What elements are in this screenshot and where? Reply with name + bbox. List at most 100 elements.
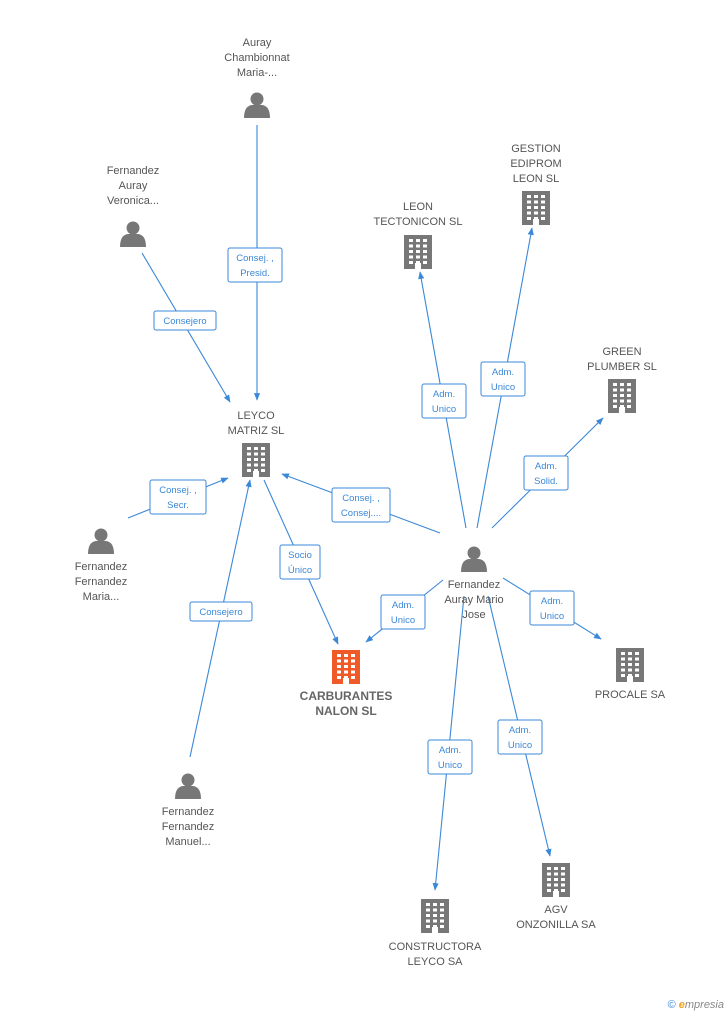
edge-label-box[interactable]: [480, 361, 526, 397]
edge-label-text: Consej....: [341, 508, 381, 519]
edge-label-box[interactable]: [523, 455, 569, 491]
node-procale[interactable]: PROCALE SA: [595, 648, 666, 701]
edge-fernandez-auray-mario-to-leon-tectonicon[interactable]: Adm. Unico: [418, 271, 467, 529]
edge-fernandez-fernandez-maria-to-leyco-matriz[interactable]: Consej. , Secr.: [127, 477, 229, 519]
edge-label-box[interactable]: [421, 383, 467, 419]
edge-label-text: Único: [288, 565, 312, 576]
node-fernandez-fernandez-maria[interactable]: FernandezFernandezMaria...: [75, 528, 128, 604]
node-label: PLUMBER SL: [587, 361, 657, 373]
edge-label-text: Unico: [432, 404, 456, 415]
edge-label-box[interactable]: [380, 594, 426, 630]
edge-label-text: Presid.: [240, 268, 270, 279]
edge-label-text: Consejero: [199, 607, 242, 618]
node-label: Fernandez: [75, 576, 128, 588]
edge-label-text: Consej. ,: [159, 485, 197, 496]
edge-fernandez-fernandez-manuel-to-leyco-matriz[interactable]: Consejero: [189, 479, 253, 758]
node-fernandez-auray-veronica[interactable]: FernandezAurayVeronica...: [107, 165, 160, 247]
edge-label-text: Unico: [391, 615, 415, 626]
building-icon: [522, 191, 550, 225]
edge-label-text: Solid.: [534, 476, 558, 487]
edge-label-box[interactable]: [427, 739, 473, 775]
edge-fernandez-auray-mario-to-leyco-matriz[interactable]: Consej. , Consej....: [281, 473, 441, 534]
node-label: PROCALE SA: [595, 689, 666, 701]
node-label: Fernandez: [107, 165, 160, 177]
node-label: Fernandez: [75, 561, 128, 573]
edge-label-text: Consejero: [163, 316, 206, 327]
node-label: Fernandez: [448, 579, 501, 591]
building-icon: [542, 863, 570, 897]
footer-brand: © empresia: [668, 999, 724, 1011]
edge-label-box[interactable]: [227, 247, 283, 283]
node-label: GESTION: [511, 143, 561, 155]
node-label: Auray: [243, 37, 272, 49]
copyright-icon: ©: [667, 999, 676, 1011]
person-icon: [175, 773, 201, 799]
node-label: LEON: [403, 201, 433, 213]
node-label: Maria-...: [237, 67, 277, 79]
node-label: Manuel...: [165, 836, 210, 848]
building-icon: [616, 648, 644, 682]
node-label: LEON SL: [513, 173, 559, 185]
node-label: Chambionnat: [224, 52, 289, 64]
building-icon: [404, 235, 432, 269]
edge-label-box[interactable]: [497, 719, 543, 755]
node-label: LEYCO: [237, 410, 275, 422]
edge-label-text: Consej. ,: [236, 253, 274, 264]
building-icon: [608, 379, 636, 413]
edge-label-text: Adm.: [509, 725, 531, 736]
person-icon: [244, 92, 270, 118]
node-label: EDIPROM: [510, 158, 561, 170]
edge-label-text: Unico: [508, 740, 532, 751]
person-icon: [120, 221, 146, 247]
edge-label-box[interactable]: [529, 590, 575, 626]
edge-fernandez-auray-mario-to-green-plumber[interactable]: Adm. Solid.: [491, 417, 604, 529]
edge-fernandez-auray-mario-to-carburantes-nalon[interactable]: Adm.Unico: [365, 579, 444, 643]
edge-label-text: Consej. ,: [342, 493, 380, 504]
edge-label-box[interactable]: [149, 479, 207, 515]
edge-label-box[interactable]: [279, 544, 321, 580]
edge-label-text: Adm.: [433, 389, 455, 400]
edge-fernandez-auray-mario-to-gestion-ediprom[interactable]: Adm. Unico: [476, 227, 534, 529]
node-label: Auray: [119, 180, 148, 192]
edge-label-text: Adm.: [439, 745, 461, 756]
node-label: LEYCO SA: [407, 956, 463, 968]
node-fernandez-fernandez-manuel[interactable]: FernandezFernandezManuel...: [162, 773, 215, 849]
edge-label-text: Secr.: [167, 500, 189, 511]
brand-logo-initial: e: [678, 999, 685, 1011]
building-icon: [421, 899, 449, 933]
edge-label-text: Unico: [540, 611, 564, 622]
edge-fernandez-auray-mario-to-agv-onzonilla[interactable]: Adm. Unico: [487, 595, 552, 857]
edge-label-text: Unico: [438, 760, 462, 771]
edge-fernandez-auray-veronica-to-leyco-matriz[interactable]: Consejero: [141, 252, 231, 403]
edge-label-text: Unico: [491, 382, 515, 393]
node-label: Veronica...: [107, 195, 159, 207]
edge-fernandez-auray-mario-to-procale[interactable]: Adm.Unico: [502, 577, 602, 640]
node-label: Fernandez: [162, 821, 215, 833]
node-auray-chambionnat[interactable]: AurayChambionnatMaria-...: [224, 37, 290, 118]
node-leyco-matriz[interactable]: LEYCO MATRIZ SL: [228, 410, 285, 477]
brand-logo-name: mpresia: [684, 999, 724, 1011]
node-label: CARBURANTES: [300, 689, 393, 703]
person-icon: [461, 546, 487, 572]
node-label: NALON SL: [315, 704, 376, 718]
node-label: Fernandez: [162, 806, 215, 818]
edge-label-box[interactable]: [331, 487, 391, 523]
edge-label-text: Adm.: [492, 367, 514, 378]
edge-label-box[interactable]: [189, 601, 253, 622]
node-gestion-ediprom[interactable]: GESTION EDIPROM LEON SL: [510, 143, 562, 225]
edge-label-text: Adm.: [535, 461, 557, 472]
node-label: ONZONILLA SA: [516, 919, 596, 931]
edge-auray-chambionnat-to-leyco-matriz[interactable]: Consej. , Presid.: [227, 125, 283, 401]
node-label: MATRIZ SL: [228, 425, 285, 437]
edge-label-box[interactable]: [153, 310, 217, 331]
node-label: Auray Mario: [444, 594, 503, 606]
building-icon: [242, 443, 270, 477]
edge-fernandez-auray-mario-to-constructora-leyco[interactable]: Adm. Unico: [427, 595, 473, 891]
